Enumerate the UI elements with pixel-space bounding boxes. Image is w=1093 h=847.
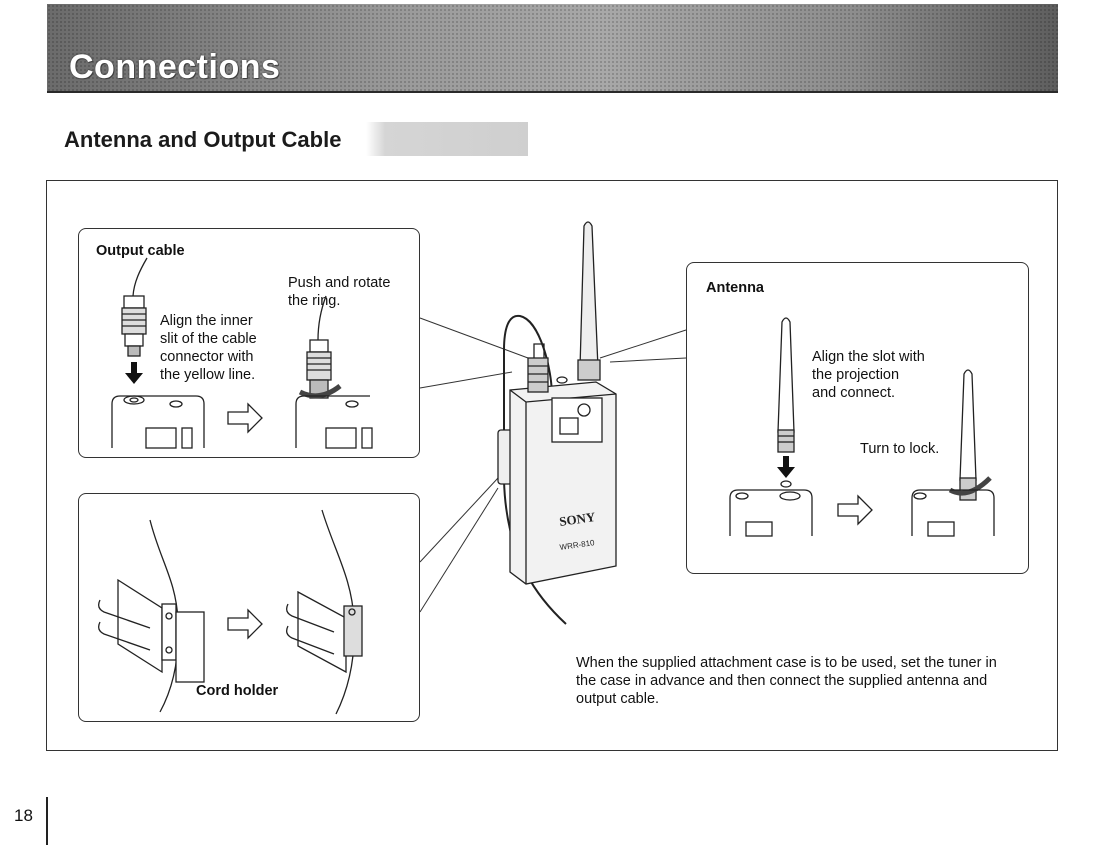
section-title: Antenna and Output Cable [64,127,342,152]
chapter-title: Connections [69,48,281,86]
antenna-step1-line2: the projection [812,367,900,383]
section-header: Antenna and Output Cable [52,122,528,156]
output-step2-line2: the ring. [288,293,341,309]
antenna-panel [686,262,1029,574]
illustration-frame [46,180,1058,751]
output-step2-line1: Push and rotate [288,275,391,291]
antenna-step1-line1: Align the slot with [812,349,925,365]
output-cable-heading: Output cable [96,243,185,259]
note-line2: the case in advance and then connect the… [576,673,988,689]
antenna-step1-line3: and connect. [812,385,896,401]
page-number: 18 [14,806,33,825]
cord-holder-label: Cord holder [196,683,279,699]
output-step1-line3: connector with [160,349,254,365]
output-step1-line1: Align the inner [160,313,253,329]
output-step1-line2: slit of the cable [160,331,257,347]
output-step1-line4: the yellow line. [160,367,256,383]
note-line3: output cable. [576,691,660,707]
antenna-step2: Turn to lock. [860,441,940,457]
antenna-heading: Antenna [706,280,764,296]
chapter-banner: Connections [47,4,1058,93]
note-line1: When the supplied attachment case is to … [576,655,997,671]
page-number-rule [46,797,48,845]
